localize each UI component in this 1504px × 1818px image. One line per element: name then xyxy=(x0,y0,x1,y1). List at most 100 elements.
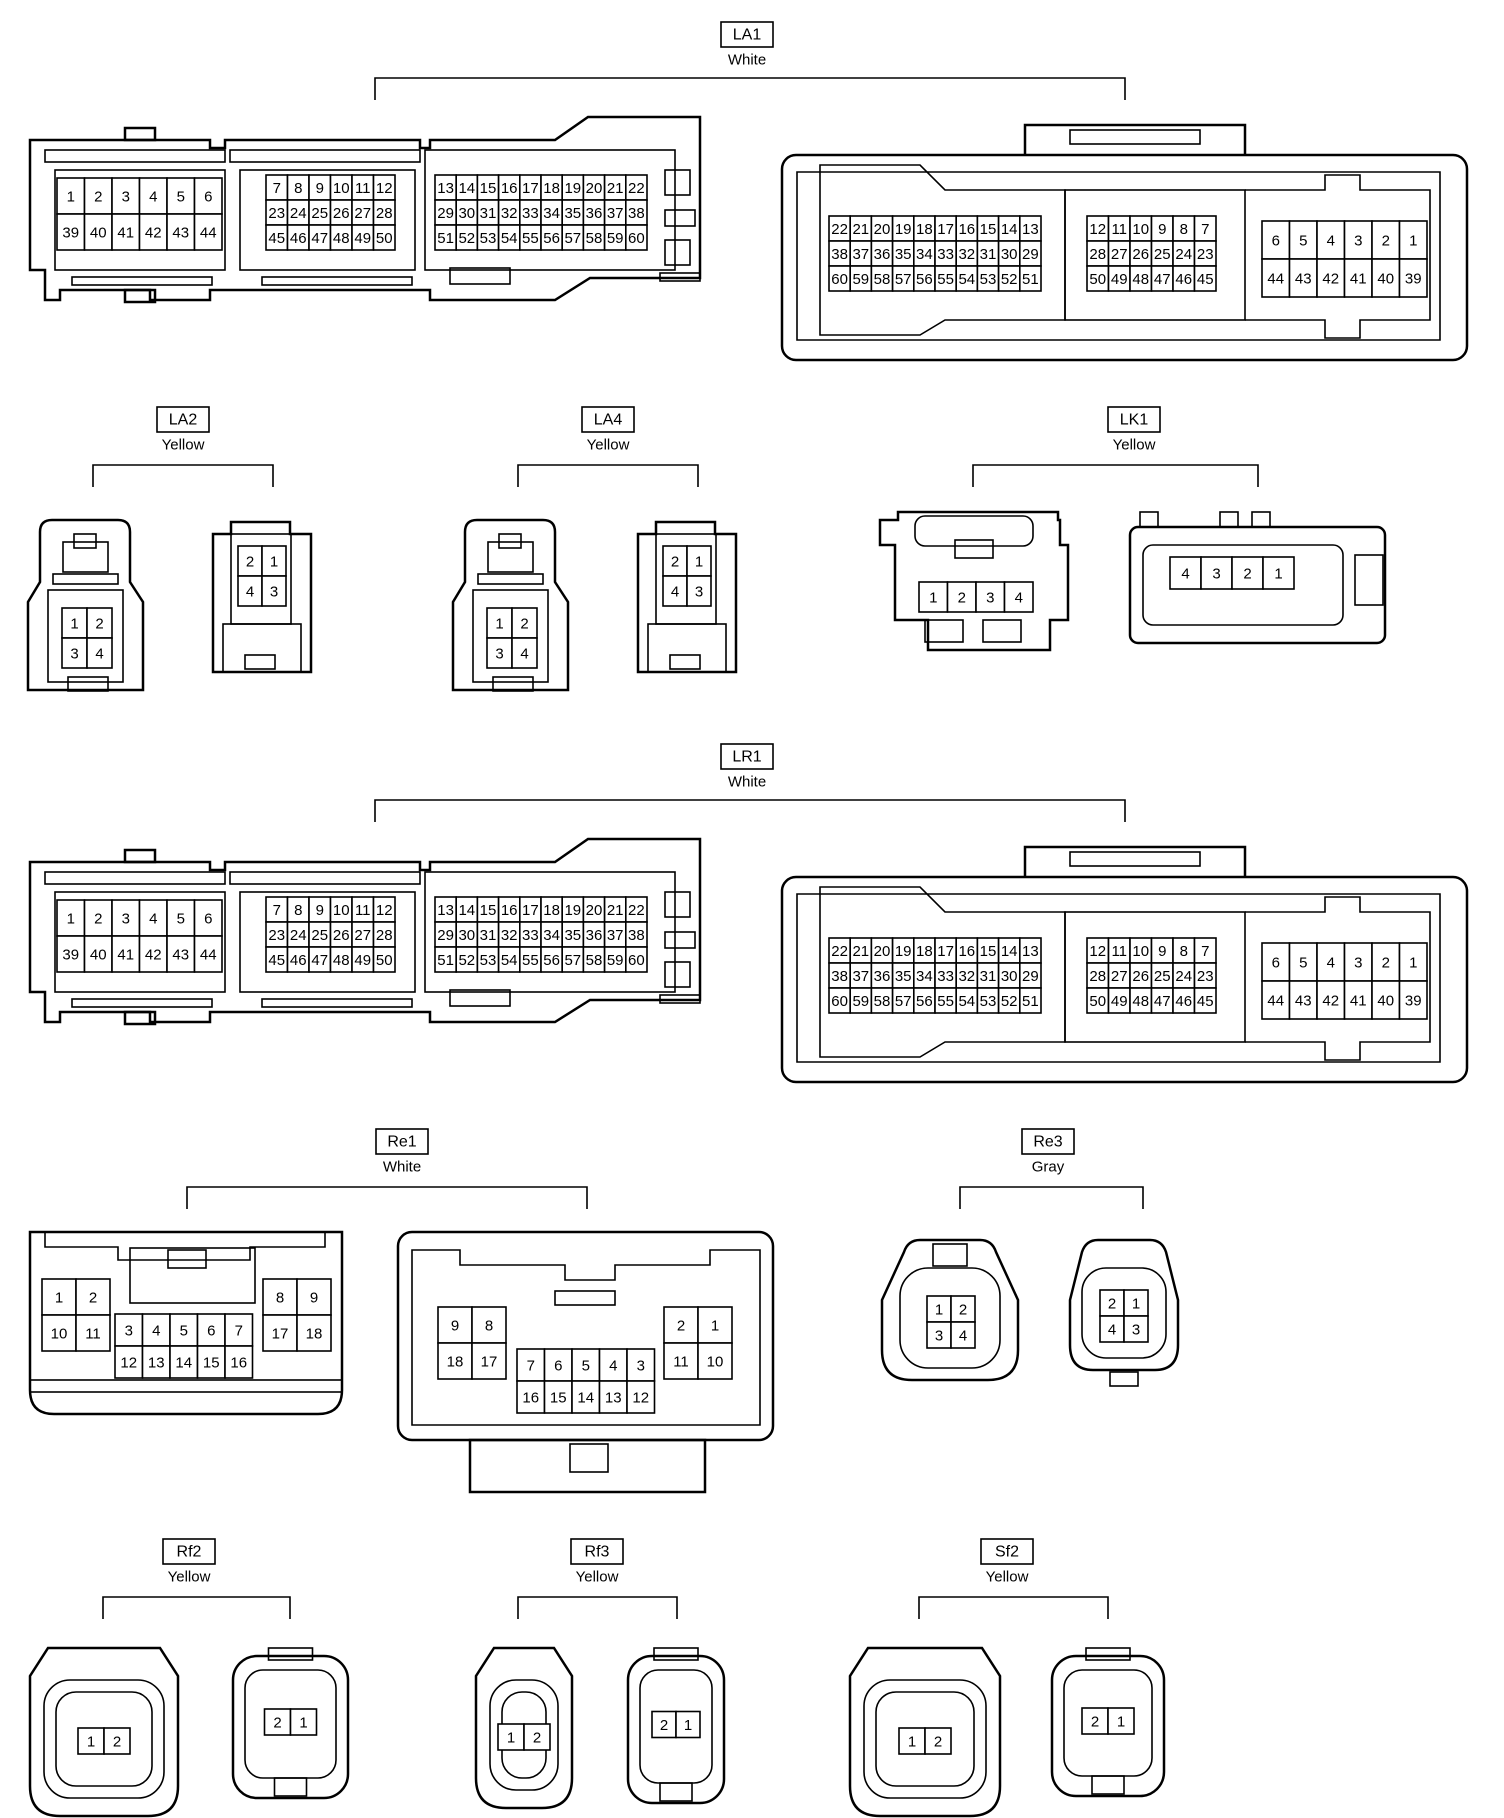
pin-number: 37 xyxy=(607,927,624,944)
pin-number: 52 xyxy=(1001,271,1018,288)
pin-number: 28 xyxy=(1089,968,1106,985)
housing-base xyxy=(468,1438,707,1494)
housing-peg xyxy=(1139,511,1159,528)
housing-lock xyxy=(167,1249,207,1269)
pin-number: 29 xyxy=(437,205,454,222)
pin-cell xyxy=(624,224,648,251)
pin-number: 34 xyxy=(916,246,933,263)
pin-number: 7 xyxy=(1201,221,1209,238)
pin-number: 56 xyxy=(543,952,560,969)
cavity-block xyxy=(1142,544,1344,626)
cavity-block xyxy=(1245,174,1431,339)
pin-number: 23 xyxy=(1197,968,1214,985)
housing-outline xyxy=(880,1238,1020,1382)
pin-number: 18 xyxy=(916,943,933,960)
pin-number: 47 xyxy=(311,952,328,969)
pin-cell xyxy=(224,1313,254,1347)
connector-color: Gray xyxy=(1032,1159,1065,1176)
housing-right-body xyxy=(780,153,1469,362)
housing-seal xyxy=(55,1691,153,1787)
pin-number: 42 xyxy=(1322,271,1339,288)
pin-number: 7 xyxy=(1201,943,1209,960)
pin-cell xyxy=(1231,556,1264,590)
pin-number: 12 xyxy=(1089,943,1106,960)
pin-number: 10 xyxy=(333,902,350,919)
pin-cell xyxy=(193,213,223,251)
pin-number: 4 xyxy=(95,646,103,663)
cavity-block xyxy=(1064,189,1246,321)
pin-cell xyxy=(61,637,88,669)
pin-number: 55 xyxy=(937,271,954,288)
pin-number: 40 xyxy=(90,225,107,242)
pin-number: 29 xyxy=(1022,968,1039,985)
pin-number: 16 xyxy=(230,1355,247,1372)
pin-number: 36 xyxy=(874,246,891,263)
housing-base xyxy=(647,623,727,673)
housing-inner xyxy=(44,1232,326,1261)
pin-cell xyxy=(1193,987,1217,1014)
pin-number: 47 xyxy=(311,230,328,247)
connector-code: LA2 xyxy=(169,412,198,429)
pin-number: 28 xyxy=(376,927,393,944)
pin-number: 38 xyxy=(831,968,848,985)
pin-number: 55 xyxy=(522,952,539,969)
pin-number: 59 xyxy=(852,271,869,288)
pin-cell xyxy=(1193,265,1217,292)
pin-number: 12 xyxy=(120,1355,137,1372)
pin-number: 11 xyxy=(85,1326,101,1343)
pin-number: 23 xyxy=(268,205,285,222)
connector-color: Yellow xyxy=(1113,437,1156,454)
pin-number: 46 xyxy=(290,230,307,247)
pin-cell xyxy=(141,1345,171,1379)
pin-cell xyxy=(1398,258,1428,298)
housing-latch xyxy=(982,619,1022,643)
pin-number: 60 xyxy=(628,230,645,247)
pin-cell xyxy=(1261,980,1291,1020)
pin-cell xyxy=(543,1380,573,1414)
pin-number: 48 xyxy=(333,952,350,969)
pin-number: 4 xyxy=(149,189,157,206)
pin-number: 14 xyxy=(577,1390,594,1407)
pin-number: 20 xyxy=(586,902,603,919)
pin-number: 4 xyxy=(609,1358,617,1375)
connector-code: Re1 xyxy=(387,1134,416,1151)
pin-number: 15 xyxy=(980,943,997,960)
pin-number: 31 xyxy=(480,927,497,944)
pin-cell xyxy=(138,213,168,251)
pin-number: 14 xyxy=(175,1355,192,1372)
housing-tab xyxy=(659,272,701,282)
pin-number: 2 xyxy=(94,189,102,206)
pin-number: 56 xyxy=(916,271,933,288)
pin-number: 49 xyxy=(354,230,371,247)
pin-cell xyxy=(1288,980,1318,1020)
pin-cell xyxy=(651,1710,677,1739)
pin-number: 27 xyxy=(354,205,371,222)
pin-cell xyxy=(523,1723,551,1751)
housing-latch xyxy=(123,288,157,304)
housing-lock xyxy=(1085,1647,1131,1661)
pin-number: 1 xyxy=(67,911,75,928)
housing-rail xyxy=(52,573,119,585)
pin-number: 14 xyxy=(458,180,475,197)
pin-number: 8 xyxy=(1180,221,1188,238)
housing-latch xyxy=(123,126,157,142)
pin-cell xyxy=(1288,942,1318,982)
connector-color: Yellow xyxy=(587,437,630,454)
pin-number: 4 xyxy=(1327,233,1335,250)
pin-number: 1 xyxy=(87,1734,95,1751)
housing-rail xyxy=(229,871,421,885)
pin-number: 53 xyxy=(480,230,497,247)
pin-cell xyxy=(516,1380,546,1414)
pin-number: 39 xyxy=(62,225,79,242)
pin-cell xyxy=(543,1348,573,1382)
pin-number: 31 xyxy=(980,968,997,985)
pin-number: 3 xyxy=(495,646,503,663)
pin-number: 3 xyxy=(695,584,703,601)
pin-number: 2 xyxy=(959,1302,967,1319)
pin-number: 22 xyxy=(831,221,848,238)
